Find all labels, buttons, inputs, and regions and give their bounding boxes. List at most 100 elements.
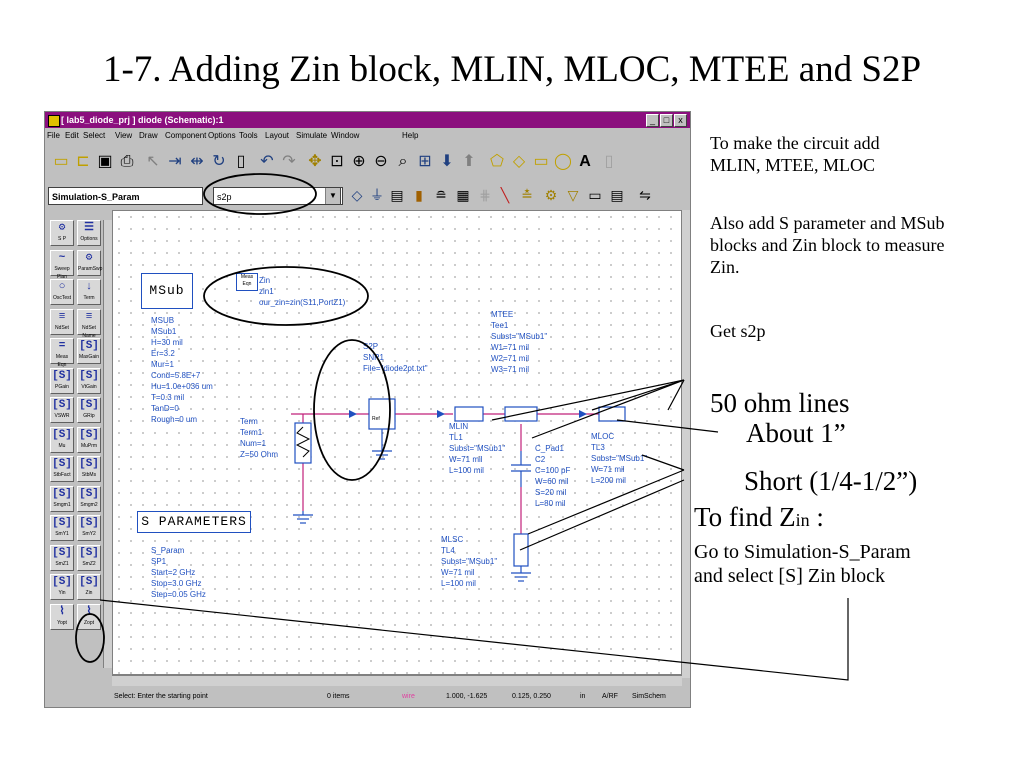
text-icon[interactable]: A bbox=[579, 153, 591, 170]
window-titlebar[interactable]: [ lab5_diode_prj ] diode (Schematic):1 _… bbox=[45, 112, 690, 128]
palette-item-ndset[interactable]: ≡NdSet bbox=[50, 308, 74, 335]
palette-item-icon: ⌇ bbox=[86, 605, 92, 618]
palette-item-smgm1[interactable]: [S]Smgm1 bbox=[50, 485, 74, 512]
palette-item-options[interactable]: ☰Options bbox=[77, 220, 101, 246]
minimize-button[interactable]: _ bbox=[646, 114, 659, 127]
menu-file[interactable]: File bbox=[47, 131, 60, 140]
display-icon[interactable]: ▤ bbox=[610, 187, 624, 203]
pointer-icon[interactable]: ↖ bbox=[146, 153, 160, 170]
palette-item-sweep-plan[interactable]: ~Sweep Plan bbox=[50, 249, 74, 280]
measure-icon[interactable]: ≘ bbox=[435, 187, 447, 203]
palette-item-muprm[interactable]: [S]MuPrm bbox=[77, 426, 101, 453]
save-icon[interactable]: ▣ bbox=[97, 153, 113, 170]
menu-window[interactable]: Window bbox=[331, 131, 360, 140]
menu-options[interactable]: Options bbox=[208, 131, 236, 140]
component-search-input[interactable]: s2p bbox=[213, 187, 343, 205]
redo-icon[interactable]: ↷ bbox=[282, 153, 296, 170]
rectangle-icon[interactable]: ▭ bbox=[533, 153, 549, 170]
move-icon[interactable]: ✥ bbox=[308, 153, 322, 170]
menu-simulate[interactable]: Simulate bbox=[296, 131, 328, 140]
menu-tools[interactable]: Tools bbox=[239, 131, 258, 140]
palette-item-zopt[interactable]: ⌇Zopt bbox=[77, 603, 101, 630]
param-line: TL4 bbox=[441, 546, 455, 555]
rotate-icon[interactable]: ↻ bbox=[212, 153, 226, 170]
param-line: TL3 bbox=[591, 443, 605, 452]
palette-item-smy2[interactable]: [S]SmY2 bbox=[77, 515, 101, 541]
zoom-out-icon[interactable]: ⊖ bbox=[374, 153, 388, 170]
palette-item-smz2[interactable]: [S]SmZ2 bbox=[77, 544, 101, 571]
sparam-symbol[interactable]: S PARAMETERS bbox=[137, 511, 251, 533]
push-into-icon[interactable]: ⬇ bbox=[440, 153, 454, 170]
palette-item-grip[interactable]: [S]GRip bbox=[77, 397, 101, 423]
palette-item-smy1[interactable]: [S]SmY1 bbox=[50, 515, 74, 541]
palette-item-zin[interactable]: [S]Zin bbox=[77, 574, 101, 600]
palette-item-paramswp[interactable]: ⚙ParamSwp bbox=[77, 249, 102, 276]
palette-item-meas-eqn[interactable]: =Meas Eqn bbox=[50, 338, 74, 368]
palette-scrollbar[interactable] bbox=[103, 220, 113, 668]
status-unit: in bbox=[580, 693, 586, 700]
palette-item-vtgain[interactable]: [S]VtGain bbox=[77, 367, 101, 394]
palette-item-s-p[interactable]: ⚙S P bbox=[50, 220, 74, 246]
s2p-ref-label: Ref bbox=[372, 416, 380, 422]
tuning-icon[interactable]: ▮ bbox=[415, 187, 423, 203]
canvas-vertical-scrollbar[interactable] bbox=[682, 210, 690, 678]
palette-item-icon: [S] bbox=[79, 458, 99, 470]
delete-icon[interactable]: ▯ bbox=[236, 153, 246, 170]
simulate-icon[interactable]: ▯ bbox=[604, 153, 614, 170]
maximize-button[interactable]: □ bbox=[660, 114, 673, 127]
tune-icon[interactable]: ⇋ bbox=[639, 187, 651, 203]
library-select[interactable]: Simulation-S_Param bbox=[48, 187, 203, 205]
palette-item-maxgain[interactable]: [S]MaxGain bbox=[77, 338, 101, 364]
palette-item-mu[interactable]: [S]Mu bbox=[50, 426, 74, 453]
canvas-horizontal-scrollbar[interactable] bbox=[112, 675, 682, 686]
palette-item-stbms[interactable]: [S]StbMs bbox=[77, 456, 101, 482]
ground-icon[interactable]: ⏚ bbox=[370, 187, 384, 203]
palette-item-stbfact[interactable]: [S]StbFact bbox=[50, 456, 74, 482]
palette-item-yin[interactable]: [S]Yin bbox=[50, 574, 74, 600]
port-component-icon[interactable]: ◇ bbox=[351, 187, 363, 203]
zoom-in-icon[interactable]: ⊕ bbox=[352, 153, 366, 170]
menu-edit[interactable]: Edit bbox=[65, 131, 79, 140]
wire-icon[interactable]: ⇹ bbox=[190, 153, 204, 170]
view-all-icon[interactable]: ⊞ bbox=[418, 153, 432, 170]
ref-icon[interactable]: ▦ bbox=[456, 187, 470, 203]
menu-help[interactable]: Help bbox=[402, 131, 419, 140]
palette-item-term[interactable]: ↓Term bbox=[77, 279, 101, 305]
menu-view[interactable]: View bbox=[115, 131, 133, 140]
port-icon[interactable]: ⬠ bbox=[490, 153, 504, 170]
var-icon[interactable]: ▤ bbox=[390, 187, 404, 203]
settings-icon[interactable]: ⚙ bbox=[544, 187, 558, 203]
ground-port-icon[interactable]: ◇ bbox=[512, 153, 526, 170]
msub-symbol[interactable]: MSub bbox=[141, 273, 193, 309]
palette-item-smgm2[interactable]: [S]Smgm2 bbox=[77, 485, 101, 512]
find-zin-text: To find Z bbox=[694, 502, 796, 532]
probe-icon[interactable]: ▽ bbox=[567, 187, 579, 203]
palette-item-yopt[interactable]: ⌇Yopt bbox=[50, 603, 74, 630]
window-icon[interactable]: ▭ bbox=[588, 187, 602, 203]
open-folder-icon[interactable]: ⊏ bbox=[76, 153, 90, 170]
menu-component[interactable]: Component bbox=[165, 131, 207, 140]
param-line: Cond=5.8E+7 bbox=[151, 371, 201, 380]
menu-select[interactable]: Select bbox=[83, 131, 106, 140]
pop-out-icon[interactable]: ⬆ bbox=[462, 153, 476, 170]
palette-item-ndset-name[interactable]: ≡NdSet Name bbox=[77, 308, 101, 339]
palette-item-vswr[interactable]: [S]VSWR bbox=[50, 397, 74, 423]
undo-icon[interactable]: ↶ bbox=[260, 153, 274, 170]
component-search-dropdown[interactable]: ▼ bbox=[325, 187, 341, 205]
close-button[interactable]: x bbox=[674, 114, 687, 127]
param-icon[interactable]: ⋕ bbox=[479, 187, 491, 203]
insert-icon[interactable]: ⇥ bbox=[168, 153, 182, 170]
print-icon[interactable]: ⎙ bbox=[120, 153, 134, 170]
circle-icon[interactable]: ◯ bbox=[554, 153, 572, 170]
palette-item-osctest[interactable]: ○OscTest bbox=[50, 279, 74, 305]
zoom-point-icon[interactable]: ⌕ bbox=[398, 153, 408, 170]
palette-item-label: Term bbox=[83, 295, 95, 301]
menu-layout[interactable]: Layout bbox=[265, 131, 290, 140]
menu-draw[interactable]: Draw bbox=[139, 131, 158, 140]
palette-item-pgain[interactable]: [S]PGain bbox=[50, 367, 74, 394]
line-icon[interactable]: ╲ bbox=[500, 187, 510, 203]
zoom-area-icon[interactable]: ⊡ bbox=[330, 153, 344, 170]
palette-item-smz1[interactable]: [S]SmZ1 bbox=[50, 544, 74, 571]
flag-icon[interactable]: ≛ bbox=[521, 187, 533, 203]
